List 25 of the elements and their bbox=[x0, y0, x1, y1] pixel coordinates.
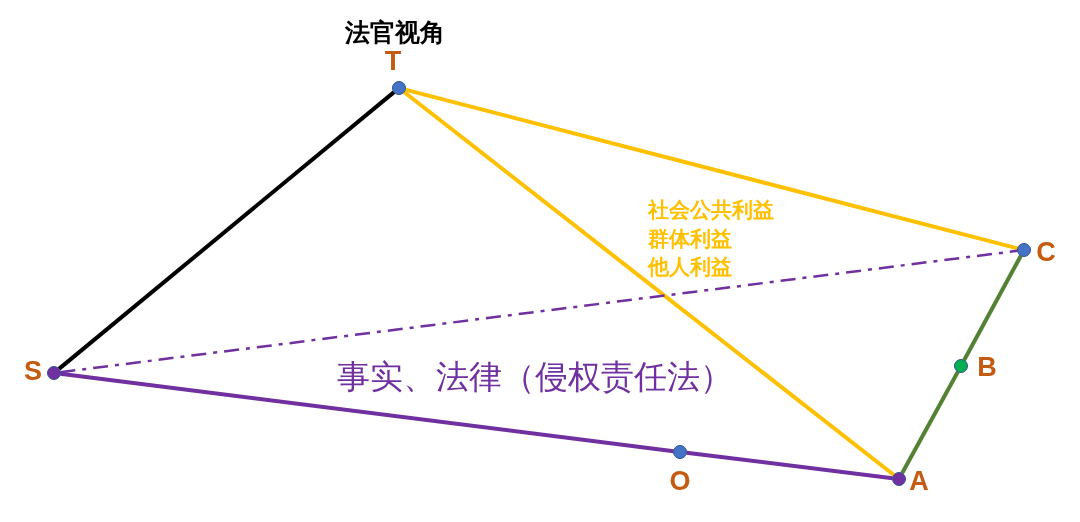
point-dot bbox=[892, 472, 906, 486]
point-label: T bbox=[384, 46, 402, 78]
point-label: A bbox=[909, 466, 929, 498]
line bbox=[962, 254, 1023, 362]
annotation-text: 群体利益 bbox=[648, 226, 732, 252]
point-label: B bbox=[977, 352, 997, 384]
annotation-text: 他人利益 bbox=[648, 254, 732, 280]
annotation-text: 社会公共利益 bbox=[648, 197, 774, 223]
point-dot bbox=[954, 359, 968, 373]
point-label: S bbox=[24, 356, 42, 388]
line bbox=[686, 450, 893, 481]
heading-text: 法官视角 bbox=[345, 17, 445, 47]
line bbox=[57, 90, 396, 371]
point-dot bbox=[47, 366, 61, 380]
dash-dot-line bbox=[60, 249, 1018, 374]
line bbox=[60, 371, 674, 454]
point-dot bbox=[1017, 243, 1031, 257]
line bbox=[402, 90, 896, 477]
line bbox=[404, 87, 1019, 251]
point-dot bbox=[673, 445, 687, 459]
point-label: C bbox=[1036, 237, 1056, 269]
annotation-text: 事实、法律（侵权责任法） bbox=[337, 359, 733, 397]
point-label: O bbox=[669, 466, 691, 498]
line bbox=[900, 370, 960, 475]
point-dot bbox=[392, 81, 406, 95]
